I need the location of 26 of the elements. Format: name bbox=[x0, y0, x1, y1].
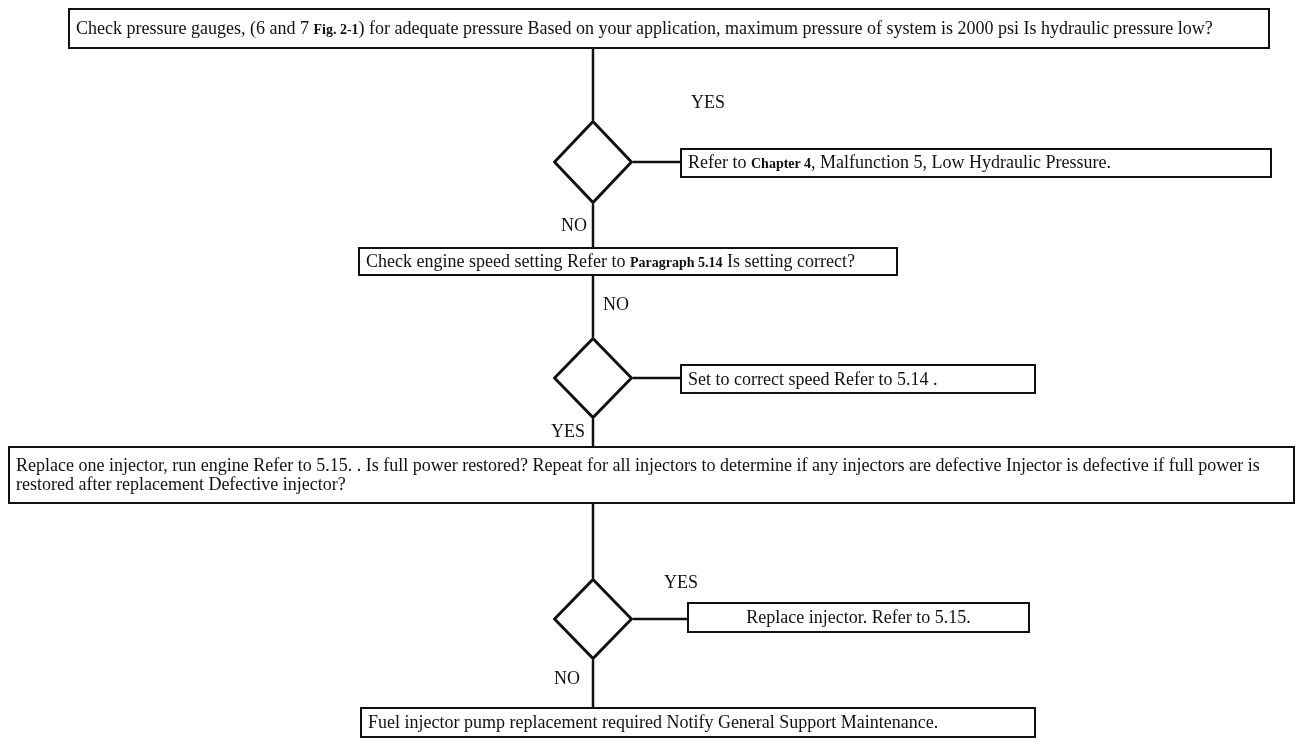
connector-line bbox=[591, 204, 595, 247]
box-text: Check pressure gauges, (6 and 7 Fig. 2-1) for adequate pressure Based on your application, maximum pressure of system is 2000 psi Is hydraulic pressure low? bbox=[76, 18, 1213, 39]
connector-line bbox=[591, 419, 595, 446]
box-text: Replace injector. Refer to 5.15. bbox=[746, 608, 971, 627]
connector-line bbox=[591, 504, 595, 578]
diamond-shape bbox=[553, 337, 633, 419]
connector-line bbox=[591, 49, 595, 120]
process-box bbox=[680, 364, 1036, 394]
process-box bbox=[8, 446, 1295, 504]
box-text: Fuel injector pump replacement required Notify General Support Maintenance. bbox=[368, 713, 939, 732]
process-box bbox=[360, 707, 1036, 738]
diamond-shape bbox=[553, 120, 633, 204]
box-text: Refer to Chapter 4, Malfunction 5, Low Hydraulic Pressure. bbox=[688, 153, 1111, 173]
connector-line bbox=[633, 617, 687, 621]
box-text: Replace one injector, run engine Refer to 5.15. . Is full power restored? Repeat for all injectors to determine if any injectors are defective Injector is defective if full power is restored after replacement Defective injector? bbox=[16, 456, 1261, 494]
connector-line bbox=[633, 376, 680, 380]
box-text: Set to correct speed Refer to 5.14 . bbox=[688, 369, 938, 389]
connector-line bbox=[633, 160, 680, 164]
diamond-shape bbox=[553, 578, 633, 660]
connector-line bbox=[591, 660, 595, 707]
process-box bbox=[358, 247, 898, 276]
process-box bbox=[687, 602, 1030, 633]
process-box bbox=[680, 148, 1272, 178]
box-text: Check engine speed setting Refer to Paragraph 5.14 Is setting correct? bbox=[366, 251, 855, 272]
process-box bbox=[68, 8, 1270, 49]
connector-line bbox=[591, 276, 595, 337]
